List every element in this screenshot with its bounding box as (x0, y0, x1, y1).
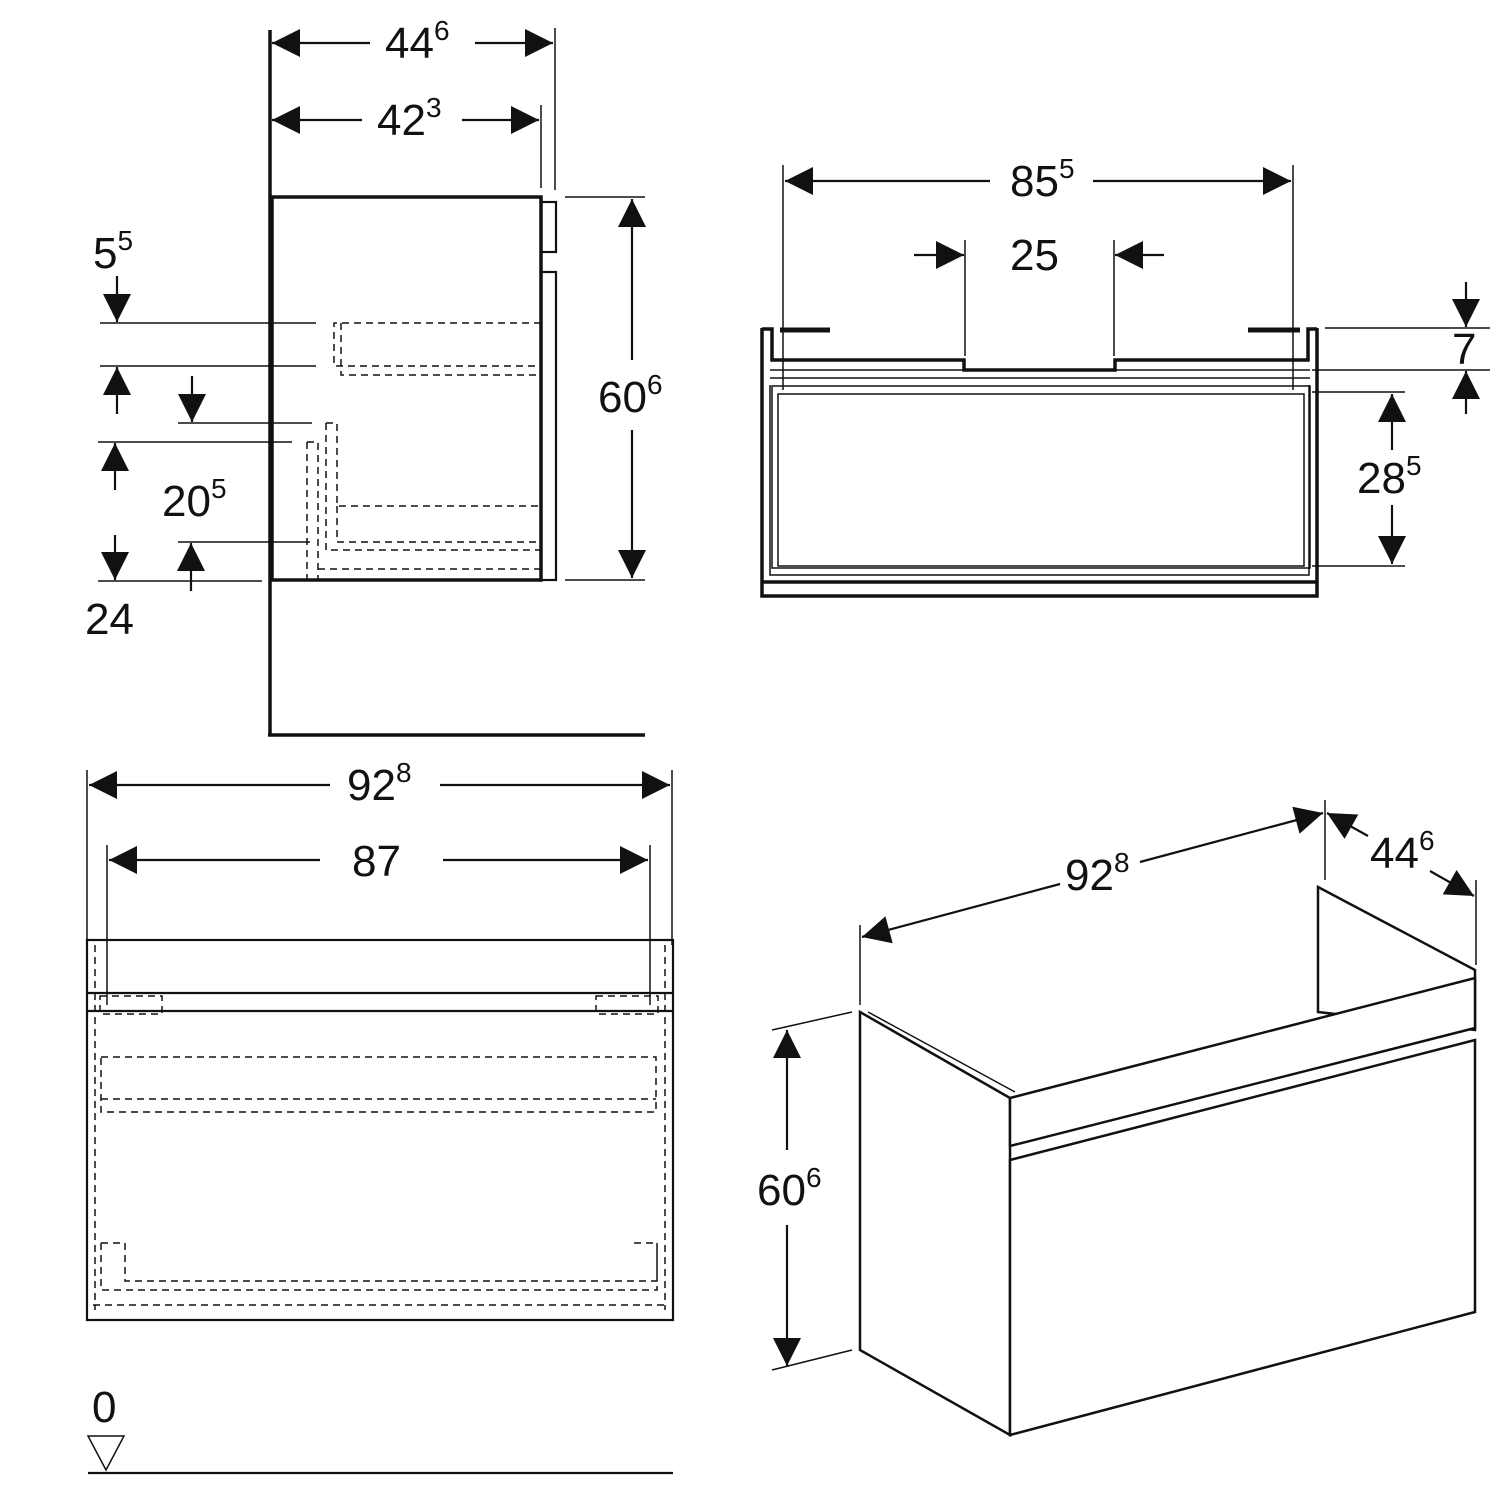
cabinet-front (85, 938, 675, 1322)
drawer-runner-hidden (306, 441, 541, 580)
dimension-line (1139, 806, 1324, 864)
dim-overall-width: 928 (347, 757, 412, 810)
cabinet-outline (760, 328, 1319, 598)
level-triangle-icon (86, 1435, 126, 1472)
iso-view: 928 446 606 (757, 800, 1477, 1438)
dim-width: 855 (1010, 153, 1075, 206)
dim-lower-offset: 205 (162, 473, 227, 526)
dim-top-offset: 55 (93, 225, 133, 278)
drawer-box (771, 385, 1311, 569)
drawer-front (539, 270, 558, 582)
extension-line (771, 1011, 853, 1031)
top-view: 855 25 7 285 (760, 153, 1490, 598)
front-view: 928 87 (85, 757, 675, 1322)
hanger-left (99, 995, 163, 1015)
lower-drawer-hidden (325, 422, 541, 551)
top-front-panel (1008, 976, 1477, 1148)
dim-mount-width: 87 (352, 837, 401, 886)
cabinet-body (270, 195, 543, 582)
dim-drawer-height: 285 (1357, 450, 1422, 503)
floor-level-marker: 0 (86, 1383, 673, 1475)
dim-bottom-offset: 24 (85, 595, 134, 644)
edge-line (867, 1011, 1016, 1093)
hanger-right (595, 995, 659, 1015)
upper-drawer-hidden (100, 1056, 657, 1113)
left-side-panel (858, 1009, 1012, 1438)
dim-iso-height: 606 (757, 1162, 822, 1215)
extension-line (771, 1349, 853, 1371)
basin-cutout (762, 327, 1317, 372)
dim-height: 606 (598, 369, 663, 422)
drawer-front (1008, 1038, 1477, 1437)
upper-drawer-hidden (333, 322, 541, 376)
dim-inner-depth: 423 (377, 92, 442, 145)
side-view: 446 423 606 55 205 24 (85, 15, 663, 737)
dimension-line (1326, 812, 1369, 839)
dimension-line (1429, 869, 1475, 897)
lower-drawer-hidden (100, 1242, 658, 1291)
dim-overall-depth: 446 (385, 15, 450, 68)
dim-cutout: 25 (1010, 231, 1059, 280)
dim-iso-width: 928 (1065, 847, 1130, 900)
dimension-line (861, 882, 1061, 944)
drawer-inner (777, 393, 1305, 567)
dim-iso-depth: 446 (1370, 825, 1435, 878)
inner-lines (769, 369, 1310, 576)
dim-rim: 7 (1452, 325, 1476, 374)
floor-level-label: 0 (92, 1383, 116, 1432)
top-front-panel (539, 200, 558, 254)
